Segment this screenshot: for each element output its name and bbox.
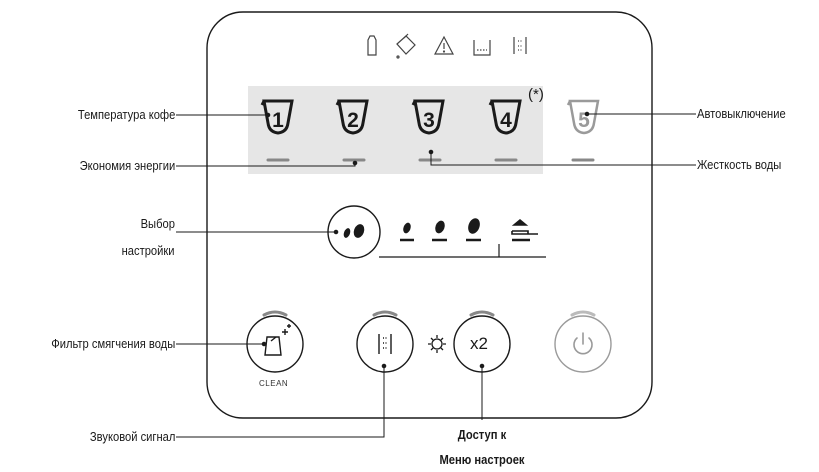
- gear-icon: [428, 335, 446, 353]
- power-icon: [573, 332, 593, 355]
- beep-button[interactable]: [356, 315, 414, 373]
- bean-grinder-icon: [378, 334, 392, 354]
- aroma-beans-icon: [343, 224, 365, 238]
- cup-4-number: 4: [500, 109, 512, 132]
- pre-ground-scoop-icon: [511, 218, 538, 242]
- cup-3-icon: [411, 99, 445, 135]
- cup-3-number: 3: [423, 109, 435, 132]
- descale-icon: [396, 33, 416, 59]
- water-filter-icon: [264, 324, 291, 356]
- cup-2-icon: [335, 99, 369, 135]
- beans-icon: [513, 37, 527, 54]
- label-auto-off: Автовыключение: [697, 106, 786, 121]
- menu-led: [469, 310, 495, 317]
- label-water-hardness: Жесткость воды: [697, 157, 782, 172]
- cup-1-icon: [260, 99, 294, 135]
- leader-lines: [176, 111, 696, 438]
- strength-2-bean-icon: [432, 220, 447, 242]
- cup-1-number: 1: [272, 109, 284, 132]
- cup-4-icon: [488, 99, 522, 135]
- label-choose-setting-line1: Выбор: [140, 216, 175, 231]
- clean-led: [262, 310, 288, 317]
- label-beep: Звуковой сигнал: [89, 429, 175, 444]
- asterisk-note: (*): [528, 86, 544, 103]
- strength-3-bean-icon: [466, 218, 481, 242]
- label-menu-access-line1: Доступ к: [457, 427, 507, 442]
- clean-label: CLEAN: [259, 379, 289, 388]
- power-led: [570, 310, 596, 317]
- cup-2-number: 2: [347, 109, 359, 132]
- warning-icon: [434, 35, 454, 55]
- beep-led: [372, 310, 398, 317]
- cup-5-icon: [566, 99, 600, 135]
- grounds-container-icon: [473, 40, 491, 56]
- label-water-softening-filter: Фильтр смягчения воды: [50, 336, 175, 351]
- milk-icon: [367, 35, 377, 56]
- label-choose-setting-line2: настройки: [122, 243, 175, 258]
- x2-label: x2: [470, 334, 488, 353]
- strength-1-bean-icon: [400, 222, 414, 242]
- strength-scale-line: [379, 244, 546, 258]
- label-energy-saving: Экономия энергии: [79, 158, 175, 173]
- label-menu-access-line2: Меню настроек: [439, 452, 525, 467]
- label-coffee-temperature: Температура кофе: [77, 107, 175, 122]
